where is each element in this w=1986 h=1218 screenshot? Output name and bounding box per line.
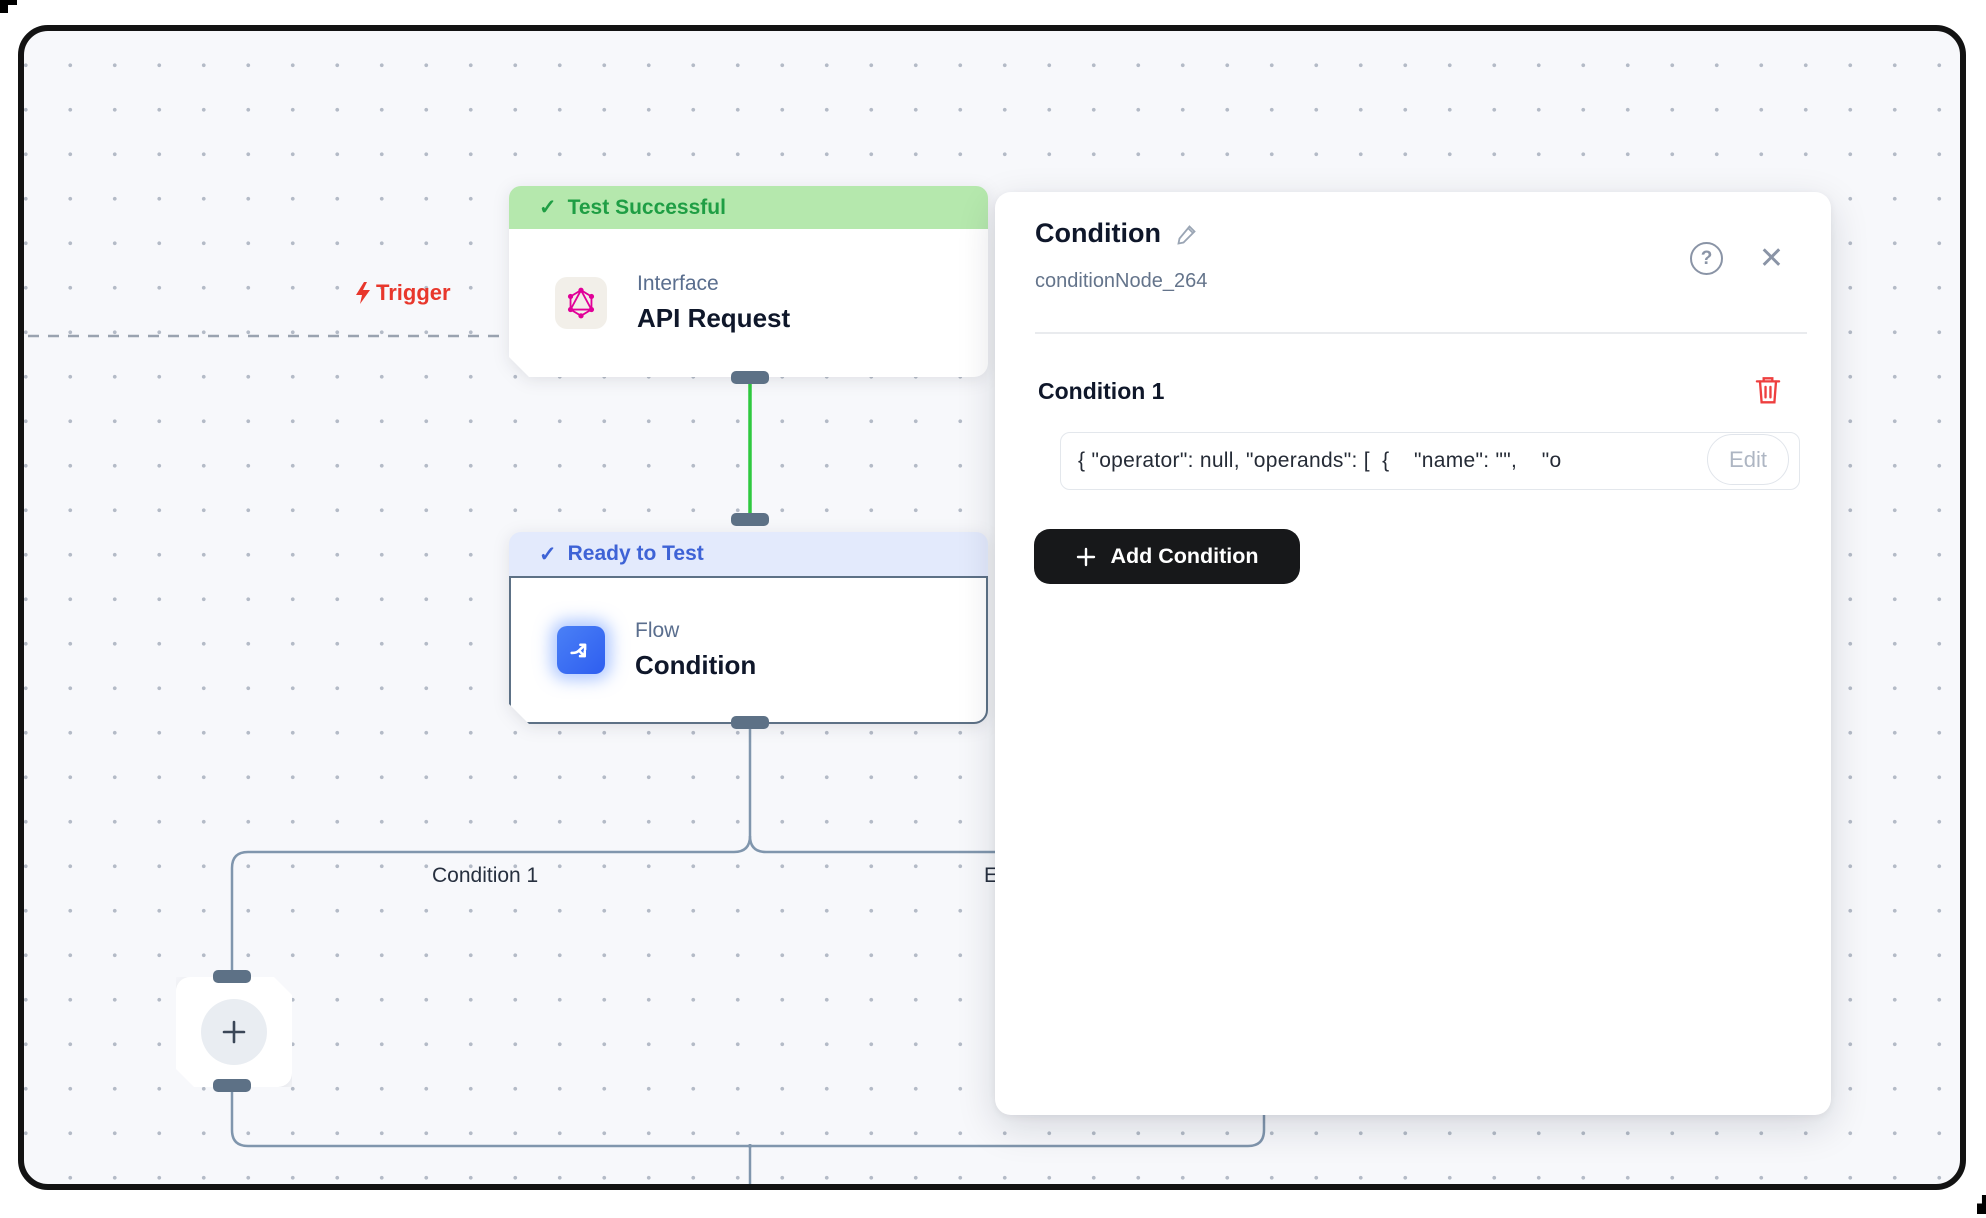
panel-divider [1035, 332, 1807, 334]
close-icon[interactable]: ✕ [1758, 242, 1785, 275]
api-node-category: Interface [637, 272, 719, 295]
condition-node-output-handle[interactable] [731, 716, 769, 729]
branch-icon [557, 626, 605, 674]
branch-left-bottom-wire [230, 1086, 752, 1148]
pencil-icon[interactable] [1175, 222, 1199, 246]
corner-mark-bottom-right [1977, 1195, 1986, 1214]
condition-node[interactable]: ✓ Ready to Test Flow Condition [509, 532, 988, 724]
test-successful-banner: ✓ Test Successful [509, 186, 988, 229]
condition-value-input[interactable]: { "operator": null, "operands": [ { "nam… [1060, 432, 1800, 490]
trigger-label: Trigger [352, 280, 451, 306]
condition-1-heading: Condition 1 [1038, 378, 1165, 404]
ready-to-test-banner: ✓ Ready to Test [509, 532, 988, 576]
check-icon: ✓ [539, 196, 557, 219]
test-successful-text: Test Successful [567, 195, 726, 219]
check-icon: ✓ [539, 542, 557, 566]
panel-title: Condition [1035, 218, 1161, 248]
ready-to-test-text: Ready to Test [567, 542, 704, 565]
help-glyph: ? [1700, 247, 1713, 269]
lightning-icon [356, 282, 370, 304]
api-node-title: API Request [637, 303, 791, 333]
help-icon[interactable]: ? [1690, 242, 1723, 275]
add-node-input-handle[interactable] [213, 970, 251, 983]
condition-node-category: Flow [635, 619, 680, 642]
branch-label-else: E [984, 864, 999, 887]
trigger-text: Trigger [376, 280, 451, 305]
branch-left-wire [230, 726, 752, 974]
condition-node-title: Condition [635, 650, 757, 680]
edit-button[interactable]: Edit [1707, 434, 1789, 485]
condition-node-input-handle[interactable] [731, 513, 769, 526]
api-node-body[interactable]: Interface API Request [509, 229, 988, 377]
condition-config-panel: Condition conditionNode_264 ? ✕ Conditio… [995, 192, 1831, 1115]
add-node-button[interactable] [176, 977, 292, 1087]
api-node-output-handle[interactable] [731, 371, 769, 384]
trash-icon[interactable] [1753, 374, 1783, 406]
condition-node-body[interactable]: Flow Condition [509, 576, 988, 724]
branch-label-condition-1: Condition 1 [432, 864, 539, 887]
add-condition-button[interactable]: Add Condition [1034, 529, 1300, 584]
panel-node-id: conditionNode_264 [1035, 270, 1208, 292]
api-request-node[interactable]: ✓ Test Successful Interface API Request [509, 186, 988, 377]
graphql-icon [555, 277, 607, 329]
plus-icon [201, 999, 267, 1065]
add-node-output-handle[interactable] [213, 1079, 251, 1092]
add-condition-label: Add Condition [1110, 544, 1259, 568]
plus-icon [1077, 547, 1096, 566]
